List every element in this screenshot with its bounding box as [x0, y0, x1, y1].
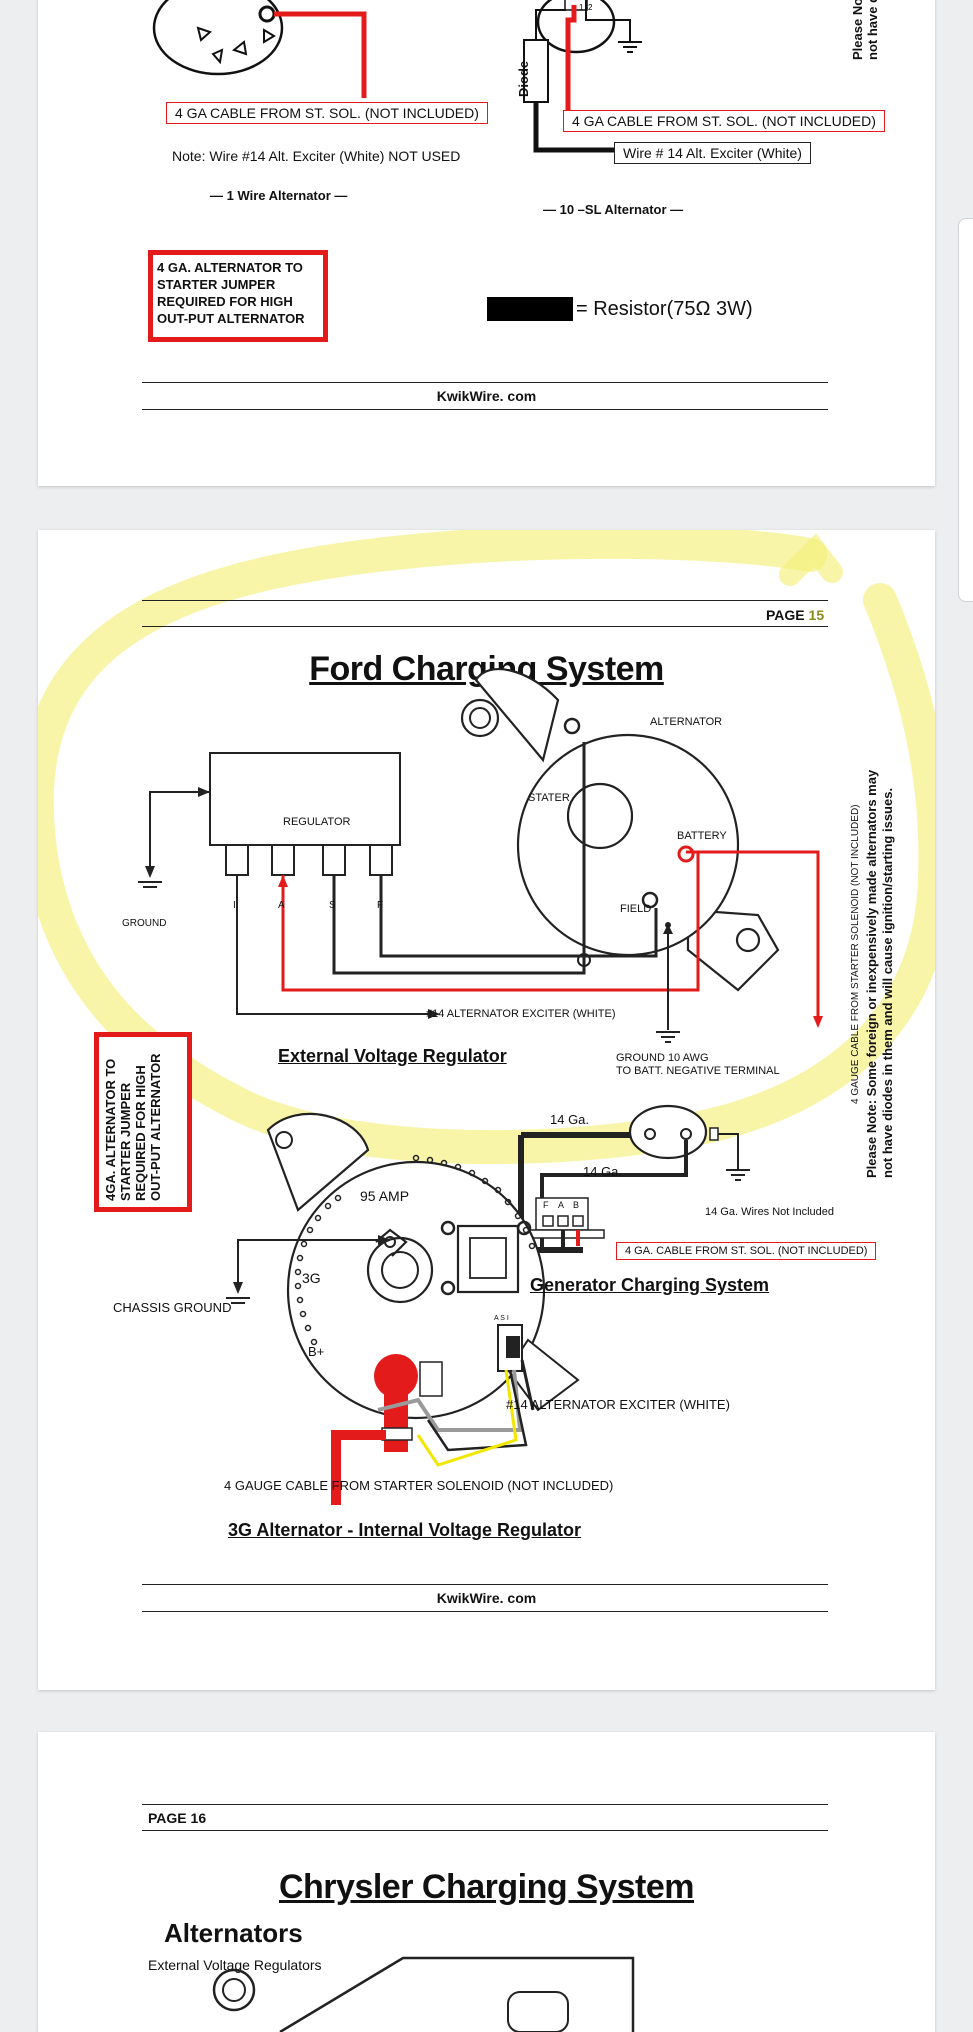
gen-wires-note: 14 Ga. Wires Not Included: [705, 1206, 835, 1218]
header-rule-top: [142, 1804, 828, 1805]
page-number-label: PAGE 15: [766, 607, 824, 623]
caption-external-regulator: External Voltage Regulator: [278, 1046, 507, 1066]
jumper-note-box: 4 GA. ALTERNATOR TO STARTER JUMPER REQUI…: [148, 250, 328, 342]
header-rule-bottom: [142, 1830, 828, 1831]
scrollbar-handle[interactable]: [958, 218, 973, 602]
gen-terminal-b: B: [573, 1200, 580, 1210]
label-bplus: B+: [308, 1344, 325, 1359]
header-rule-bottom: [142, 626, 828, 627]
alt10-cable-label: 4 GA CABLE FROM ST. SOL. (NOT INCLUDED): [563, 110, 885, 132]
page-label: PAGE: [766, 607, 805, 623]
gen-wire2-label: 14 Ga.: [583, 1164, 623, 1179]
black-exciter-wire: [533, 102, 620, 153]
diode-label: Diode: [516, 60, 531, 97]
plug-terminal: [258, 5, 276, 23]
document-page-14: 1 2 Diode 4 GA CABLE FROM ST. SOL. (NOT …: [38, 0, 935, 486]
section-subtitle: External Voltage Regulators: [148, 1957, 322, 1973]
caption-generator: Generator Charging System: [530, 1275, 770, 1295]
alt1-cable-label: 4 GA CABLE FROM ST. SOL. (NOT INCLUDED): [166, 102, 488, 124]
header-rule-top: [142, 600, 828, 601]
vertical-cable-label: 4 GAUGE CABLE FROM STARTER SOLENOID (NOT…: [850, 804, 861, 1105]
side-note: Please Note: Some foreign or inexpensive…: [864, 770, 896, 1178]
section-alternators: Alternators: [164, 1918, 303, 1948]
terminal-f: F: [377, 900, 384, 911]
jumper-note-text: 4GA. ALTERNATOR TO STARTER JUMPER REQUIR…: [103, 1053, 163, 1201]
label-exciter-ext: #14 ALTERNATOR EXCITER (WHITE): [426, 1008, 616, 1020]
alt10-caption: — 10 –SL Alternator —: [543, 202, 684, 217]
footer-rule-top: [142, 382, 828, 383]
terminal-s: S: [329, 900, 336, 911]
label-95-amp: 95 AMP: [360, 1188, 410, 1204]
label-regulator: REGULATOR: [283, 816, 351, 828]
page-number: 15: [808, 607, 825, 623]
footer-rule-bottom: [142, 409, 828, 410]
label-plug-asi: A S I: [494, 1315, 509, 1322]
red-cable-1wire: [274, 11, 367, 98]
side-note-clipped: Please No not have d: [850, 0, 880, 60]
diode-symbol: [523, 39, 549, 103]
footer-site: KwikWire. com: [436, 1590, 537, 1606]
page-title: Chrysler Charging System: [278, 1868, 695, 1906]
label-ground: GROUND: [122, 918, 167, 929]
page-number-label: PAGE 16: [148, 1810, 207, 1826]
alternator-10sl-outline: [536, 0, 616, 54]
caption-3g: 3G Alternator - Internal Voltage Regulat…: [228, 1520, 582, 1540]
ground-10awg-line-2: TO BATT. NEGATIVE TERMINAL: [616, 1065, 780, 1077]
label-field: FIELD: [620, 903, 652, 915]
gen-terminal-f: F: [543, 1200, 549, 1210]
alternator-plug-outline: [152, 0, 284, 76]
alt1-note: Note: Wire #14 Alt. Exciter (White) NOT …: [172, 148, 461, 164]
footer-rule-bottom: [142, 1611, 828, 1612]
gen-wire1-label: 14 Ga.: [550, 1112, 590, 1127]
gen-cable-label: 4 GA. CABLE FROM ST. SOL. (NOT INCLUDED): [616, 1242, 877, 1260]
side-note-line-2: not have d: [865, 0, 880, 60]
gen-terminal-a: A: [558, 1200, 565, 1210]
vent-dots: [294, 1154, 536, 1346]
resistor-symbol: [487, 297, 573, 321]
terminal-a: A: [278, 900, 285, 911]
label-chassis-ground: CHASSIS GROUND: [113, 1300, 232, 1315]
external-regulator-diagram: [138, 668, 823, 1505]
document-page-15: PAGE 15 Ford Charging System: [38, 530, 935, 1690]
side-note-line-1: Please Note: Some foreign or inexpensive…: [864, 769, 879, 1178]
regulator-box: [209, 752, 401, 846]
side-note-line-1: Please No: [850, 0, 865, 60]
label-3g: 3G: [302, 1270, 321, 1286]
terminal-i: I: [233, 900, 236, 911]
red-battery-wire: [281, 850, 700, 992]
alt1-caption: — 1 Wire Alternator —: [210, 188, 348, 203]
jumper-note-box-rotated: 4GA. ALTERNATOR TO STARTER JUMPER REQUIR…: [94, 1032, 192, 1212]
label-ground-10awg: GROUND 10 AWG TO BATT. NEGATIVE TERMINAL: [616, 1052, 780, 1078]
label-exciter-3g: #14 ALTERNATOR EXCITER (WHITE): [506, 1397, 730, 1412]
side-note-line-2: not have diodes in them and will cause i…: [880, 787, 895, 1178]
alt10-exciter-label: Wire # 14 Alt. Exciter (White): [614, 142, 811, 164]
ground-10awg-line-1: GROUND 10 AWG: [616, 1052, 709, 1064]
label-alternator: ALTERNATOR: [650, 716, 723, 728]
generator-body: [628, 1104, 708, 1160]
footer-site: KwikWire. com: [436, 388, 537, 404]
document-page-16: PAGE 16 Chrysler Charging System Alterna…: [38, 1732, 935, 2032]
label-stater: STATER: [528, 792, 570, 804]
alternator-body: [516, 733, 740, 957]
svg-text:1: 1: [579, 3, 584, 12]
resistor-label: = Resistor(75Ω 3W): [576, 298, 753, 320]
red-cable-10sl: [565, 5, 577, 110]
chrysler-diagram-partial: [212, 1956, 635, 2032]
label-battery: BATTERY: [677, 830, 727, 842]
label-3g-cable: 4 GAUGE CABLE FROM STARTER SOLENOID (NOT…: [224, 1478, 614, 1493]
alternator-wiring-diagram-top: 1 2: [152, 0, 642, 321]
footer-rule-top: [142, 1584, 828, 1585]
jumper-note-text: 4 GA. ALTERNATOR TO STARTER JUMPER REQUI…: [157, 260, 305, 326]
svg-text:2: 2: [588, 3, 593, 12]
